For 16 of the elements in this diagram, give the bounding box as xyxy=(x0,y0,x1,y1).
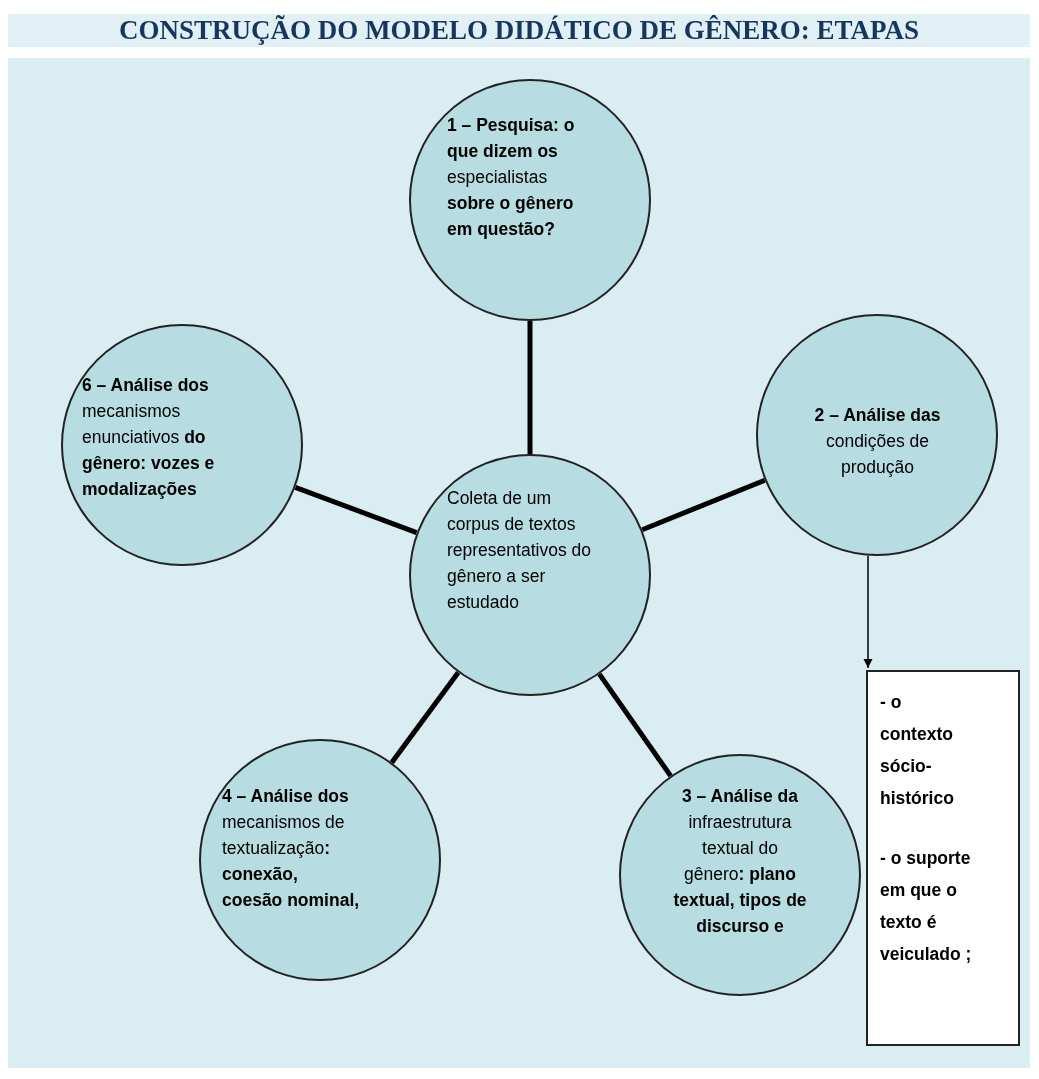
connector-line xyxy=(389,670,461,765)
node-text: - o contexto sócio-histórico xyxy=(880,691,955,810)
connector-line xyxy=(294,485,418,535)
node-text: 3 – Análise da infraestrutura textual do gênero: plano textual, tipos de discurso e xyxy=(673,785,807,938)
connector-line xyxy=(597,672,673,778)
node-text: - o suporte em que o texto é veiculado ; xyxy=(880,847,972,966)
text-box xyxy=(866,670,1020,1046)
node-text: 6 – Análise dos mecanismos enunciativos do gênero: vozes e modalizações xyxy=(82,374,216,501)
arrow xyxy=(863,554,873,669)
connector-line xyxy=(527,321,533,454)
connector-line xyxy=(641,477,766,533)
node-text: 2 – Análise das condições de produção xyxy=(813,404,942,479)
node-text: 1 – Pesquisa: o que dizem os especialistas sobre o gênero em questão? xyxy=(447,114,576,241)
title: CONSTRUÇÃO DO MODELO DIDÁTICO DE GÊNERO: ETAPAS xyxy=(8,14,1030,47)
node-text: 4 – Análise dos mecanismos de textualização: conexão, coesão nominal, xyxy=(222,785,360,912)
node-text: Coleta de um corpus de textos representativos do gênero a ser estudado xyxy=(447,487,592,614)
